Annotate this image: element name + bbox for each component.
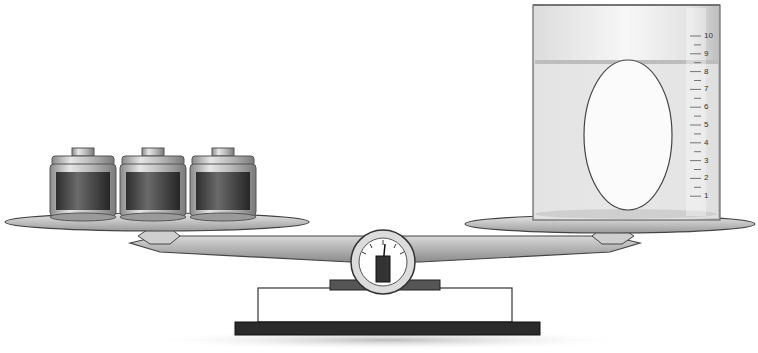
scale-number: 9 — [704, 50, 708, 58]
scale-number: 3 — [704, 157, 708, 165]
scale-tick — [690, 178, 701, 179]
scale-tick — [694, 62, 701, 63]
scale-tick — [694, 151, 701, 152]
scale-tick — [694, 116, 701, 117]
scale-tick — [694, 187, 701, 188]
scale-number: 4 — [704, 139, 708, 147]
scale-tick — [690, 53, 701, 54]
scale-number: 8 — [704, 68, 708, 76]
scale-tick — [694, 133, 701, 134]
scale-tick — [690, 89, 701, 90]
scale-number: 10 — [704, 32, 713, 40]
scale-tick — [690, 160, 701, 161]
scale-tick — [690, 107, 701, 108]
scale-number: 2 — [704, 174, 708, 182]
scale-tick — [694, 169, 701, 170]
scale-tick — [690, 71, 701, 72]
scale-tick — [694, 98, 701, 99]
scale-tick — [694, 44, 701, 45]
scale-tick — [690, 125, 701, 126]
scale-tick — [690, 142, 701, 143]
scale-tick — [690, 36, 701, 37]
scale-number: 5 — [704, 121, 708, 129]
scale-tick — [690, 196, 701, 197]
scale-number: 7 — [704, 85, 708, 93]
scale-tick — [694, 80, 701, 81]
scale-number: 1 — [704, 192, 708, 200]
scale-number: 6 — [704, 103, 708, 111]
